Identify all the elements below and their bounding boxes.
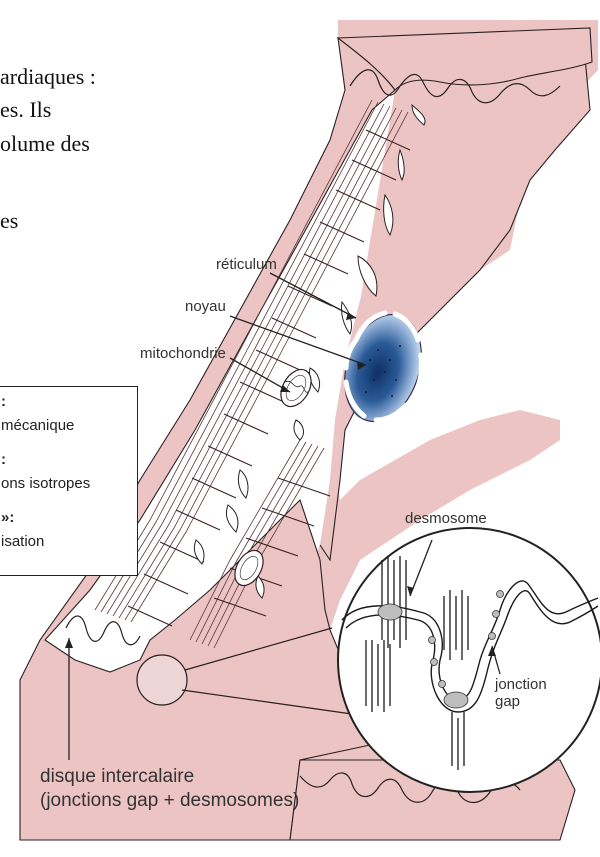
label-mitochondrie: mitochondrie [140,345,226,362]
disc-zoom-circle [338,528,600,792]
label-disque-line-2: (jonctions gap + desmosomes) [40,790,299,813]
label-desmosome: desmosome [405,510,487,527]
legend-line-4: ons isotropes [1,475,90,492]
legend-line-2: mécanique [1,417,74,434]
intercalated-disc-left [66,616,140,645]
legend-line-6: isation [1,533,44,550]
label-jonction-gap: jonction gap [495,676,547,711]
disc-magnifier-source [137,655,187,705]
legend-line-3: : [1,451,6,468]
label-reticulum: réticulum [216,256,277,273]
label-disque-line-1: disque intercalaire [40,766,194,789]
legend-line-1: : [1,393,6,410]
legend-line-5: »: [1,509,14,526]
legend-box: : mécanique : ons isotropes »: isation [0,386,138,576]
label-noyau: noyau [185,298,226,315]
